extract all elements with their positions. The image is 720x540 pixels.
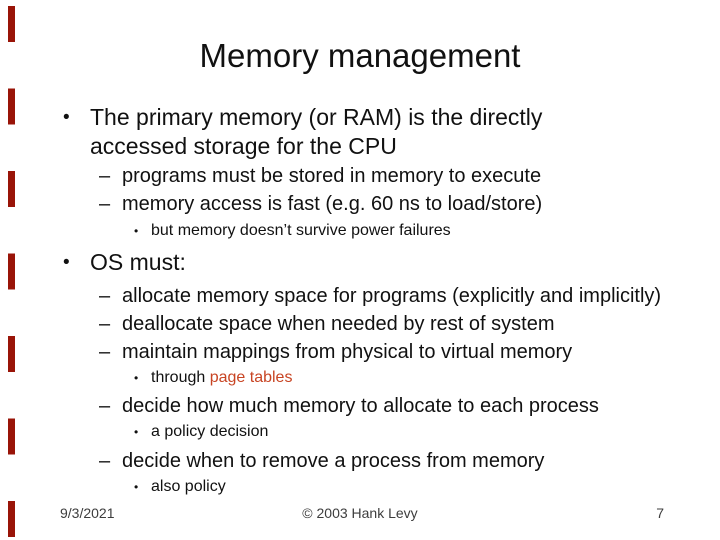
bullet-item: • through page tables — [134, 368, 292, 388]
bullet-item: – decide how much memory to allocate to … — [99, 394, 599, 418]
dash-marker: – — [99, 193, 111, 215]
bullet-text: decide how much memory to allocate to ea… — [122, 395, 599, 417]
bullet-text: memory access is fast (e.g. 60 ns to loa… — [122, 193, 543, 215]
bullet-item: – decide when to remove a process from m… — [99, 449, 544, 473]
bullet-marker: • — [134, 480, 139, 494]
bullet-text: maintain mappings from physical to virtu… — [122, 341, 573, 363]
bullet-item: • OS must: — [63, 248, 186, 277]
bullet-marker: • — [134, 371, 139, 385]
bullet-text: The primary memory (or RAM) is the direc… — [90, 104, 543, 159]
bullet-item: • but memory doesn’t survive power failu… — [134, 221, 451, 241]
bullet-text: through page tables — [151, 368, 292, 388]
bullet-item: – allocate memory space for programs (ex… — [99, 284, 661, 308]
bullet-item: – maintain mappings from physical to vir… — [99, 340, 572, 364]
bullet-text: a policy decision — [151, 423, 269, 440]
bullet-text: deallocate space when needed by rest of … — [122, 313, 555, 335]
dash-marker: – — [99, 165, 111, 187]
dash-marker: – — [99, 341, 111, 363]
dash-marker: – — [99, 450, 111, 472]
dash-marker: – — [99, 395, 111, 417]
bullet-marker: • — [134, 224, 139, 238]
footer-date: 9/3/2021 — [60, 505, 115, 521]
bullet-item: – memory access is fast (e.g. 60 ns to l… — [99, 192, 542, 216]
bullet-item: – programs must be stored in memory to e… — [99, 164, 541, 188]
dash-marker: – — [99, 313, 111, 335]
highlighted-term: page tables — [209, 369, 293, 386]
bullet-item: – deallocate space when needed by rest o… — [99, 312, 554, 336]
bullet-item: • The primary memory (or RAM) is the dir… — [63, 103, 582, 161]
page-number: 7 — [656, 505, 664, 521]
bullet-marker: • — [134, 425, 139, 439]
bullet-text: also policy — [151, 478, 226, 495]
bullet-marker: • — [63, 252, 70, 273]
footer-copyright: © 2003 Hank Levy — [302, 505, 418, 521]
dash-marker: – — [99, 285, 111, 307]
left-accent-dashes-decoration — [8, 6, 15, 540]
bullet-item: • a policy decision — [134, 422, 268, 442]
bullet-text: OS must: — [90, 249, 186, 275]
bullet-text: but memory doesn’t survive power failure… — [151, 222, 451, 239]
bullet-text-plain: through — [151, 369, 210, 386]
bullet-text: allocate memory space for programs (expl… — [122, 285, 662, 307]
bullet-text: decide when to remove a process from mem… — [122, 450, 545, 472]
bullet-marker: • — [63, 107, 70, 128]
bullet-text: programs must be stored in memory to exe… — [122, 165, 542, 187]
slide-title: Memory management — [199, 37, 521, 74]
bullet-item: • also policy — [134, 477, 226, 497]
